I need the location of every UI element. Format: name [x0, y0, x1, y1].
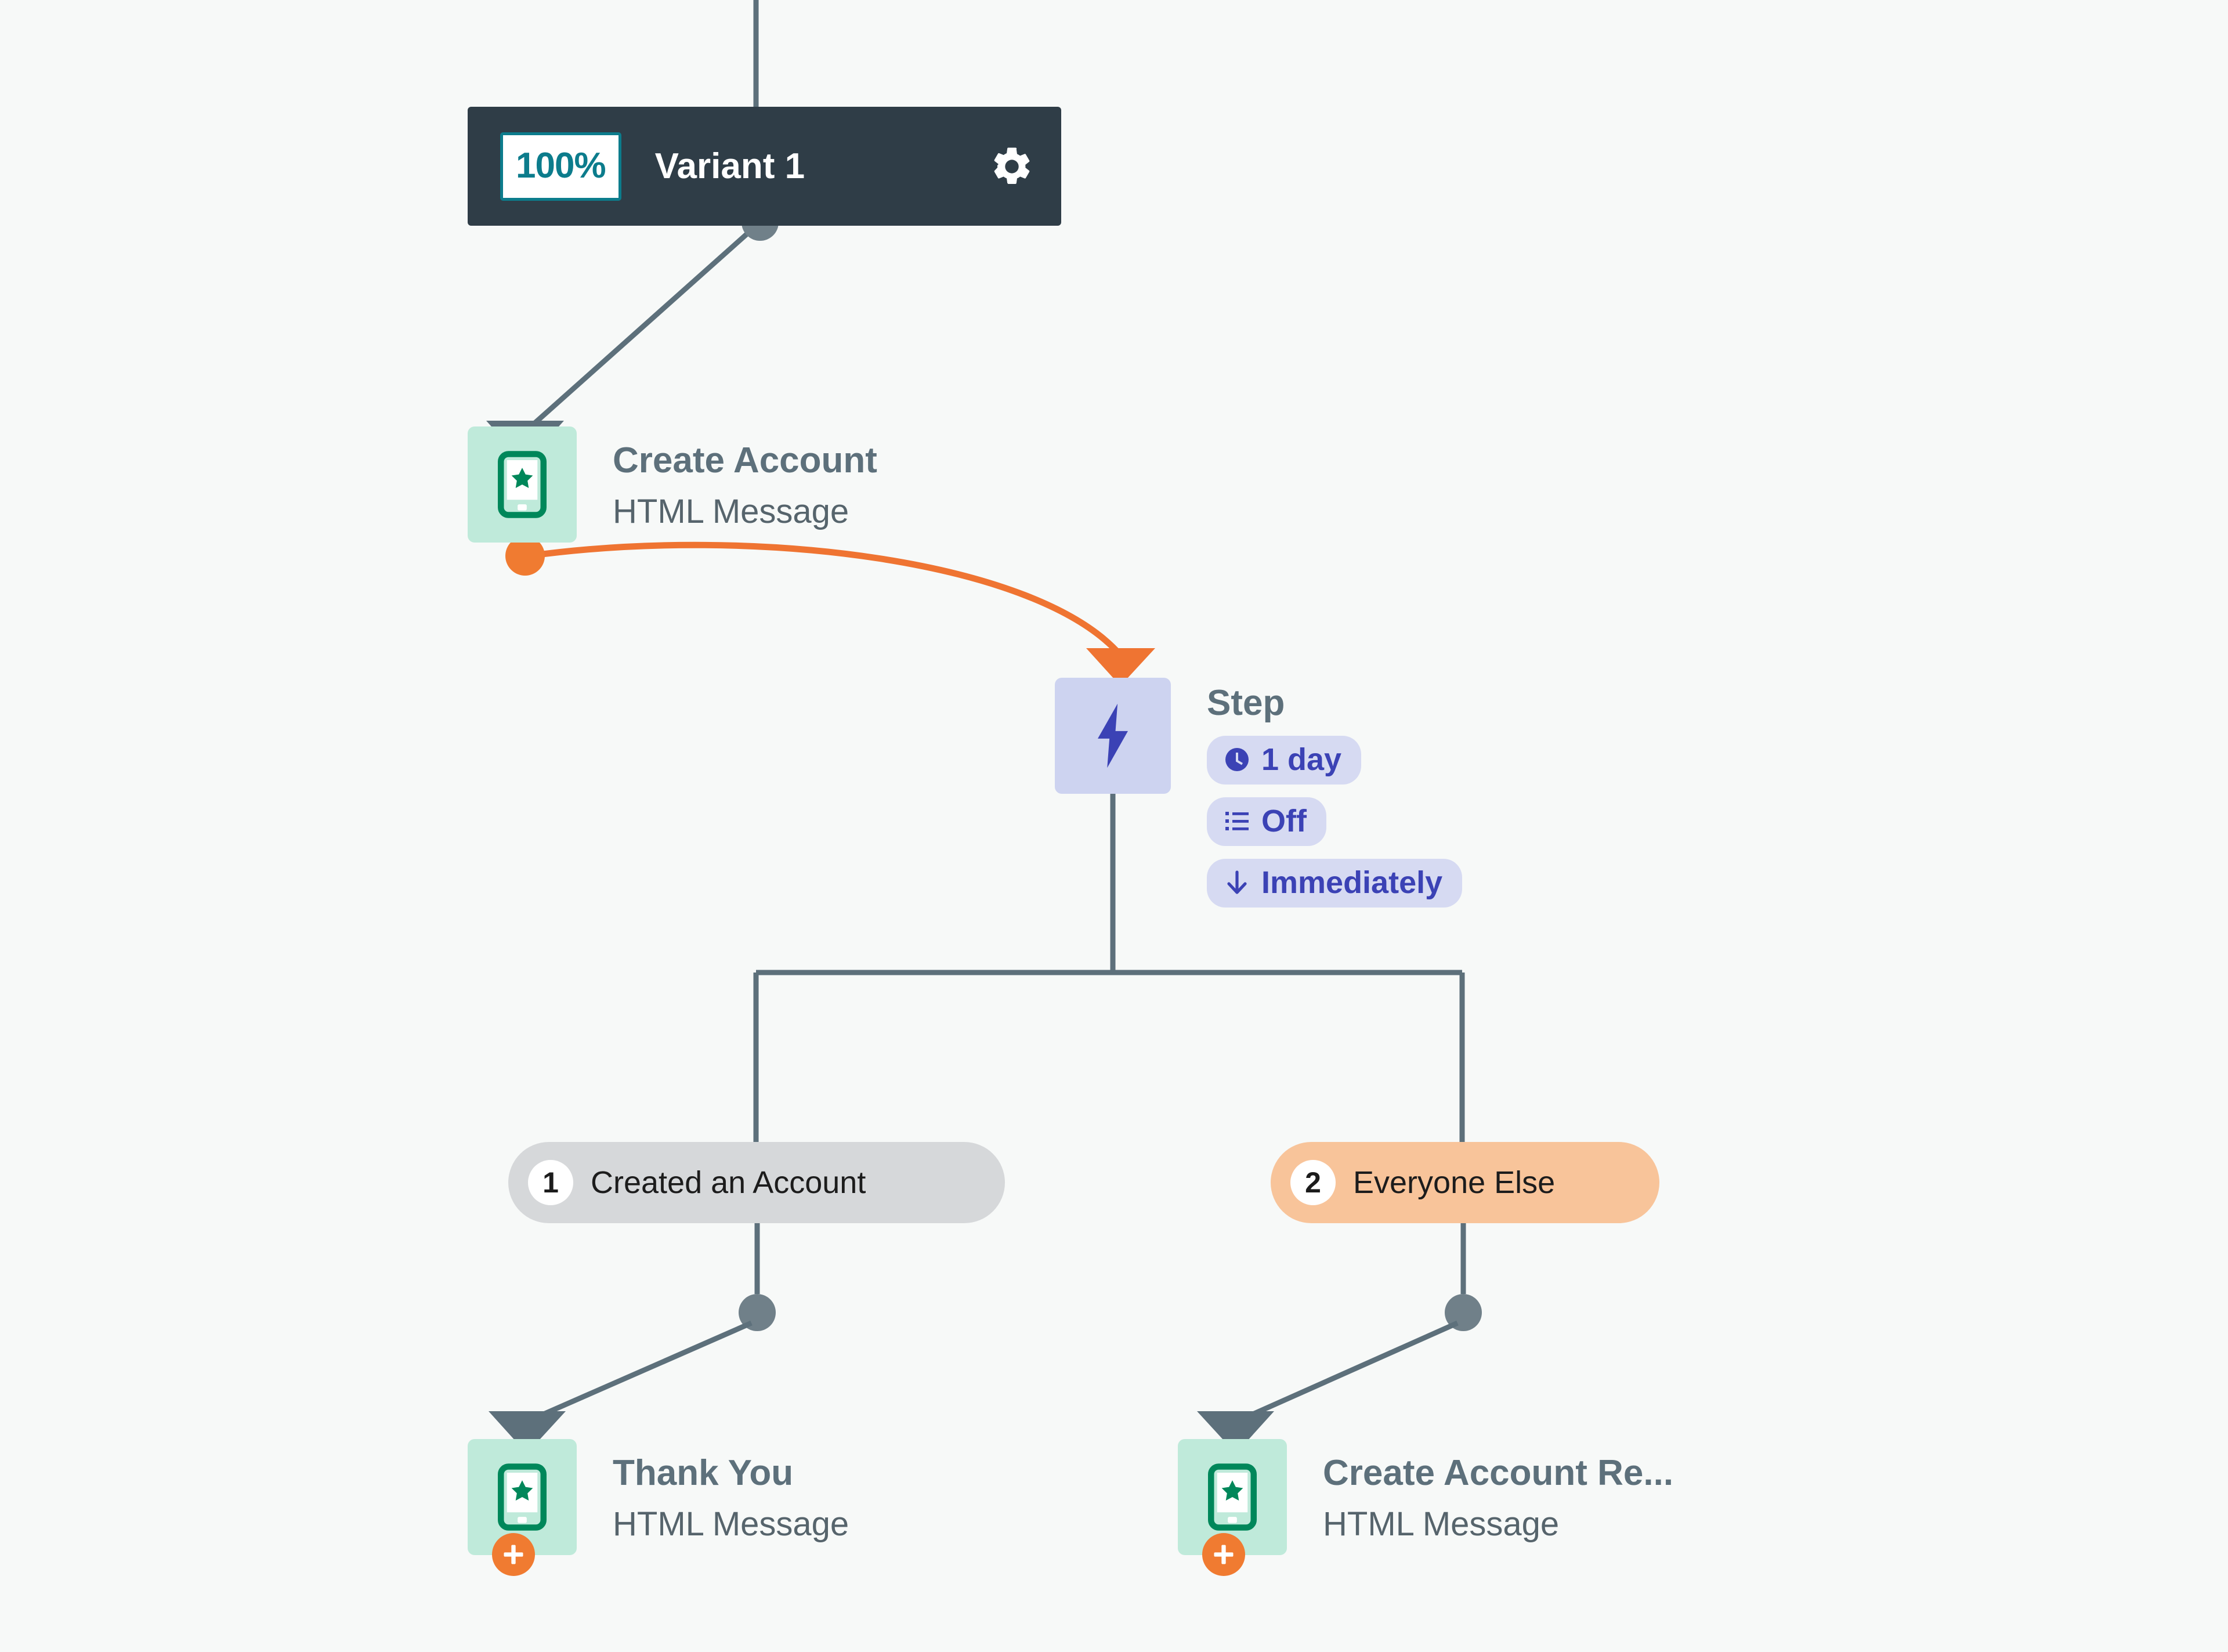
- step-badge-timing[interactable]: Immediately: [1207, 859, 1463, 908]
- node-title: Create Account Re...: [1323, 1453, 1674, 1493]
- plus-icon: [504, 1545, 523, 1564]
- mobile-message-icon: [498, 1463, 547, 1531]
- lightning-bolt-icon: [1098, 703, 1128, 768]
- node-create-account-reminder[interactable]: Create Account Re... HTML Message: [1178, 1439, 1673, 1576]
- branch-number: 2: [1290, 1160, 1336, 1205]
- edge-source-dot-branch1: [739, 1294, 776, 1331]
- gear-icon[interactable]: [989, 144, 1035, 189]
- step-badges: 1 day Off: [1207, 736, 1463, 920]
- node-icon-box[interactable]: [468, 1439, 577, 1576]
- node-create-account[interactable]: Create Account HTML Message: [468, 426, 877, 543]
- node-subtitle: HTML Message: [1323, 1505, 1560, 1543]
- node-text: Thank You HTML Message: [613, 1439, 849, 1543]
- mobile-message-icon: [498, 451, 547, 518]
- list-icon: [1225, 812, 1249, 831]
- branch-pill-everyone-else[interactable]: 2 Everyone Else: [1271, 1142, 1659, 1223]
- node-icon-box[interactable]: [468, 426, 577, 543]
- branch-pill-created-an-account[interactable]: 1 Created an Account: [508, 1142, 1005, 1223]
- step-text: Step 1 day: [1207, 678, 1463, 920]
- node-subtitle: HTML Message: [613, 493, 849, 531]
- node-step[interactable]: Step 1 day: [1055, 678, 1463, 920]
- node-subtitle: HTML Message: [613, 1505, 849, 1543]
- step-badge-delay-label: 1 day: [1261, 742, 1342, 778]
- edge-branch1-to-thankyou: [528, 1320, 753, 1423]
- node-text: Create Account HTML Message: [613, 426, 877, 530]
- branch-label: Everyone Else: [1353, 1165, 1556, 1200]
- variant-percentage-badge: 100%: [500, 132, 621, 201]
- variant-name-label: Variant 1: [654, 146, 805, 186]
- step-badge-delay[interactable]: 1 day: [1207, 736, 1362, 785]
- step-title: Step: [1207, 683, 1285, 723]
- arrow-down-icon: [1227, 870, 1247, 894]
- node-thank-you[interactable]: Thank You HTML Message: [468, 1439, 849, 1576]
- step-icon-box[interactable]: [1055, 678, 1171, 794]
- add-step-button[interactable]: [492, 1533, 535, 1576]
- variant-header-bar[interactable]: 100% Variant 1: [468, 107, 1061, 226]
- step-badge-timing-label: Immediately: [1261, 865, 1443, 901]
- edge-branch2-to-reminder: [1238, 1320, 1459, 1423]
- edge-variant-to-create-account: [529, 220, 762, 429]
- node-text: Create Account Re... HTML Message: [1323, 1439, 1673, 1543]
- branch-number: 1: [528, 1160, 573, 1205]
- node-title: Thank You: [613, 1453, 794, 1493]
- clock-icon: [1225, 748, 1249, 772]
- edge-source-dot-branch2: [1445, 1294, 1482, 1331]
- branch-label: Created an Account: [591, 1165, 866, 1200]
- add-step-button[interactable]: [1202, 1533, 1245, 1576]
- mobile-message-icon: [1208, 1463, 1257, 1531]
- step-badge-list[interactable]: Off: [1207, 797, 1326, 847]
- node-title: Create Account: [613, 440, 877, 480]
- node-icon-box[interactable]: [1178, 1439, 1287, 1576]
- step-badge-list-label: Off: [1261, 804, 1307, 839]
- plus-icon: [1214, 1545, 1234, 1564]
- edge-create-account-to-step: [526, 541, 1124, 659]
